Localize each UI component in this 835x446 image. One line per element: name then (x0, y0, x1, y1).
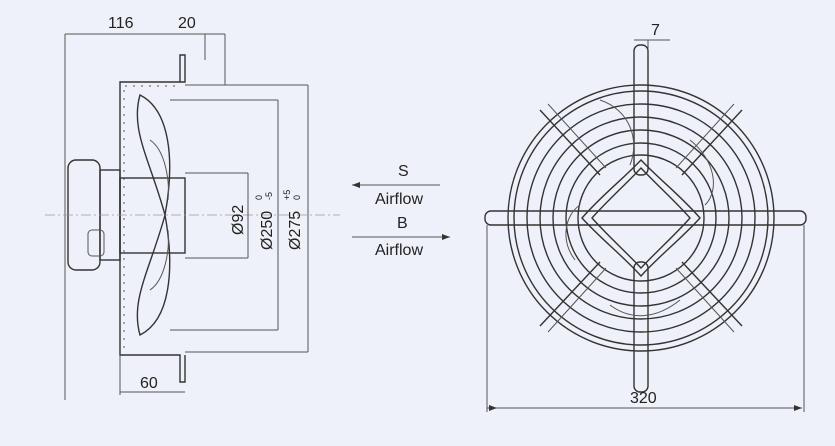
dim-guard: Ø275 (287, 211, 304, 250)
airflow-s-text: Airflow (375, 191, 423, 208)
dim-motor: Ø92 (230, 205, 247, 235)
dim-blade: Ø250 (259, 211, 276, 250)
dim-guard-tol-lower: 0 (292, 195, 302, 200)
dim-flange: 20 (178, 15, 196, 32)
dim-tab: 7 (651, 22, 660, 39)
dim-blade-tol-lower: -5 (264, 192, 274, 200)
airflow-b-text: Airflow (375, 242, 423, 259)
dim-bottom: 60 (140, 375, 158, 392)
dim-width: 320 (630, 390, 657, 407)
front-view-guard (484, 39, 807, 412)
dim-blade-tol-upper: 0 (254, 195, 264, 200)
airflow-s-label: S (398, 163, 409, 180)
airflow-b-label: B (397, 215, 408, 232)
dim-depth: 116 (108, 15, 134, 32)
dim-guard-tol-upper: +5 (282, 190, 292, 200)
side-view (45, 33, 340, 400)
